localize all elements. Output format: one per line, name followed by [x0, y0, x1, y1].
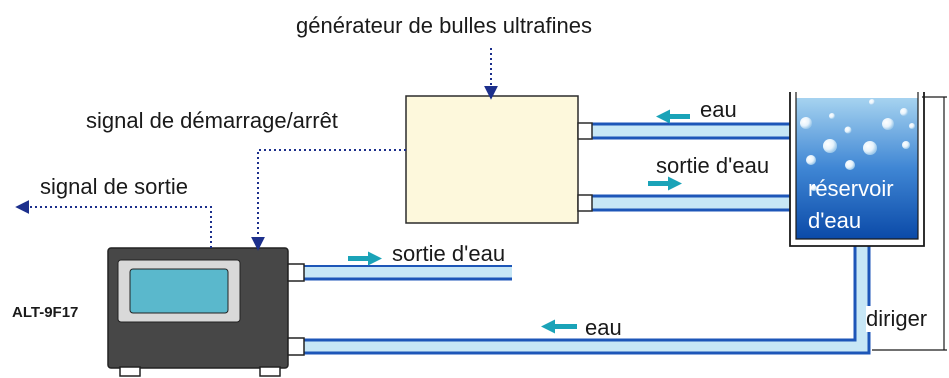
arrow-water-top-left: [656, 109, 690, 124]
output-signal-label: signal de sortie: [40, 174, 188, 199]
pipe-device-outlet: [304, 265, 512, 281]
pipe-generator-outlet: [592, 194, 790, 212]
device-port-top: [287, 263, 305, 282]
direct-label: diriger: [866, 306, 928, 332]
generator-port-top: [577, 122, 593, 140]
arrow-water-bottom-left: [541, 319, 577, 334]
start-stop-signal-line: [251, 149, 406, 251]
height-dimension: [872, 96, 947, 351]
generator-label: générateur de bulles ultrafines: [296, 13, 592, 38]
device-model-label: ALT-9F17: [12, 304, 79, 321]
arrow-outlet-bottom-right: [348, 251, 382, 266]
bubble-generator-box: [405, 95, 579, 224]
device-port-bottom: [287, 337, 305, 356]
start-stop-signal-label: signal de démarrage/arrêt: [86, 108, 338, 133]
device-screen: [129, 268, 229, 314]
output-signal-line: [15, 200, 212, 248]
reservoir-label-line1: réservoir: [808, 176, 894, 201]
device-foot-right: [259, 366, 281, 377]
reservoir-label-line2: d'eau: [808, 208, 862, 233]
water-outlet-bottom-label: sortie d'eau: [392, 241, 506, 266]
reservoir-bubbles: [800, 99, 915, 191]
water-outlet-top-label: sortie d'eau: [656, 153, 770, 178]
controller-device: [107, 247, 289, 377]
generator-port-bottom: [577, 194, 593, 212]
pipe-generator-inlet: [592, 122, 790, 140]
reservoir-water: [796, 98, 918, 239]
water-bottom-label: eau: [585, 315, 622, 340]
device-foot-left: [119, 366, 141, 377]
pipe-return: [304, 246, 871, 355]
water-reservoir: [789, 92, 925, 247]
water-top-label: eau: [700, 97, 737, 122]
arrow-outlet-top-right: [648, 176, 682, 191]
